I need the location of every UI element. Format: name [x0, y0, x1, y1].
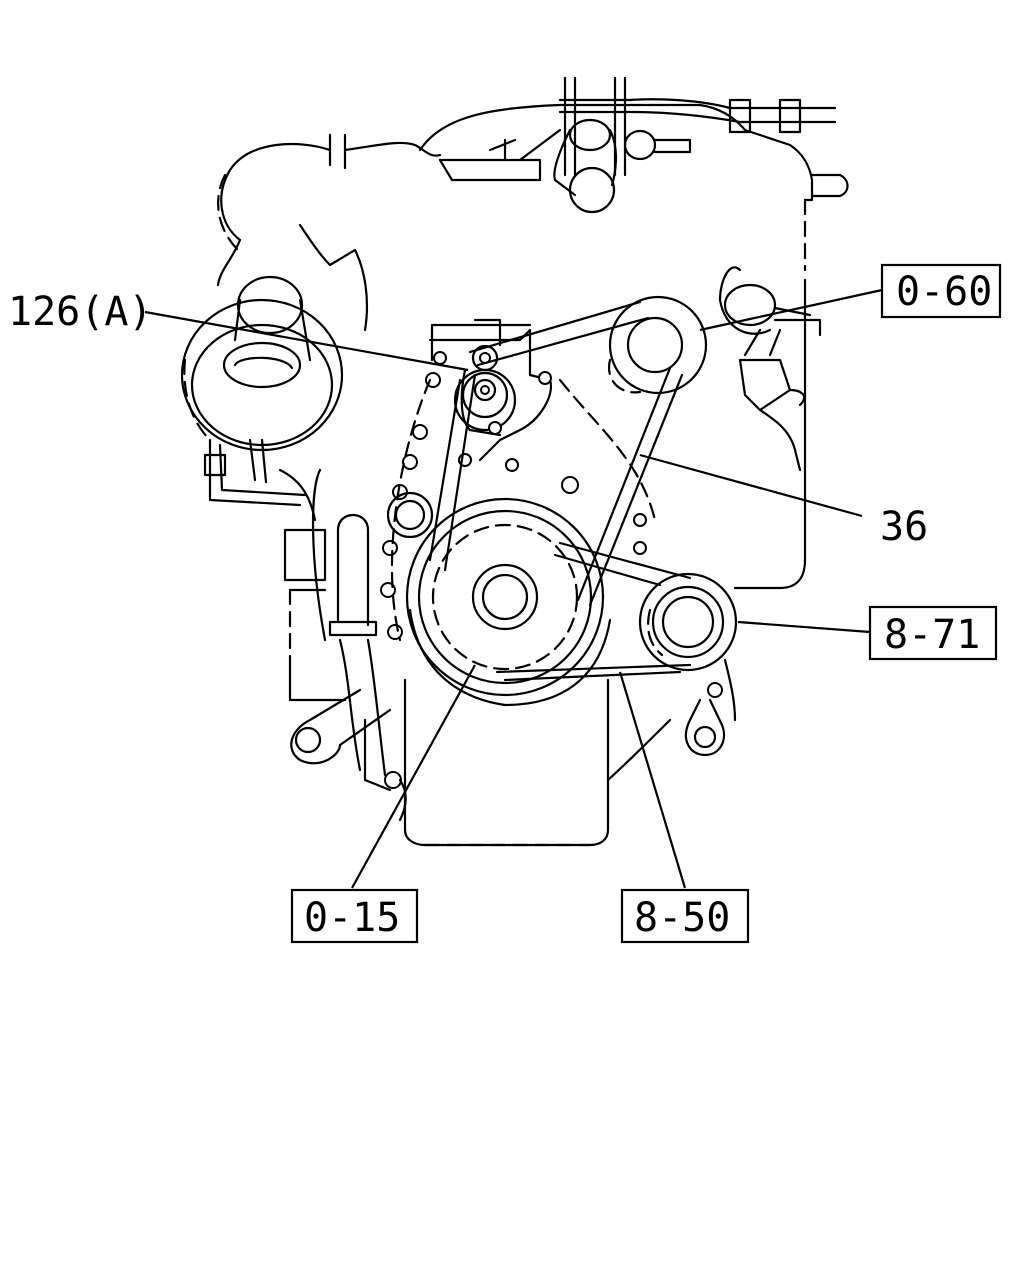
leader-lines [144, 288, 883, 889]
callout-box-0-60: 0-60 [880, 263, 1002, 319]
leader-36 [639, 453, 863, 518]
callout-8-71: 8-71 [884, 612, 980, 658]
alternator-pulley [638, 572, 738, 672]
callout-126a: 126(A) [8, 289, 153, 335]
callout-8-50: 8-50 [634, 895, 730, 941]
callouts: 126(A) 0-60 36 8-71 0-15 8-50 [8, 263, 1002, 944]
leader-0-15 [351, 664, 476, 889]
leader-8-71 [737, 620, 871, 634]
crankshaft-pulley [405, 497, 612, 707]
callout-0-15: 0-15 [304, 895, 400, 941]
callout-36: 36 [880, 504, 928, 550]
leader-126a [144, 310, 469, 372]
pulley-belt-system [405, 295, 738, 707]
callout-0-60: 0-60 [896, 269, 992, 315]
leader-8-50 [618, 671, 687, 889]
engine-drawing [180, 76, 849, 847]
callout-box-8-71: 8-71 [868, 605, 998, 661]
callout-box-0-15: 0-15 [290, 888, 419, 944]
callout-box-8-50: 8-50 [620, 888, 750, 944]
fan-pulley [607, 295, 708, 395]
leader-0-60 [699, 288, 883, 332]
cover-bolt-holes [380, 351, 723, 789]
